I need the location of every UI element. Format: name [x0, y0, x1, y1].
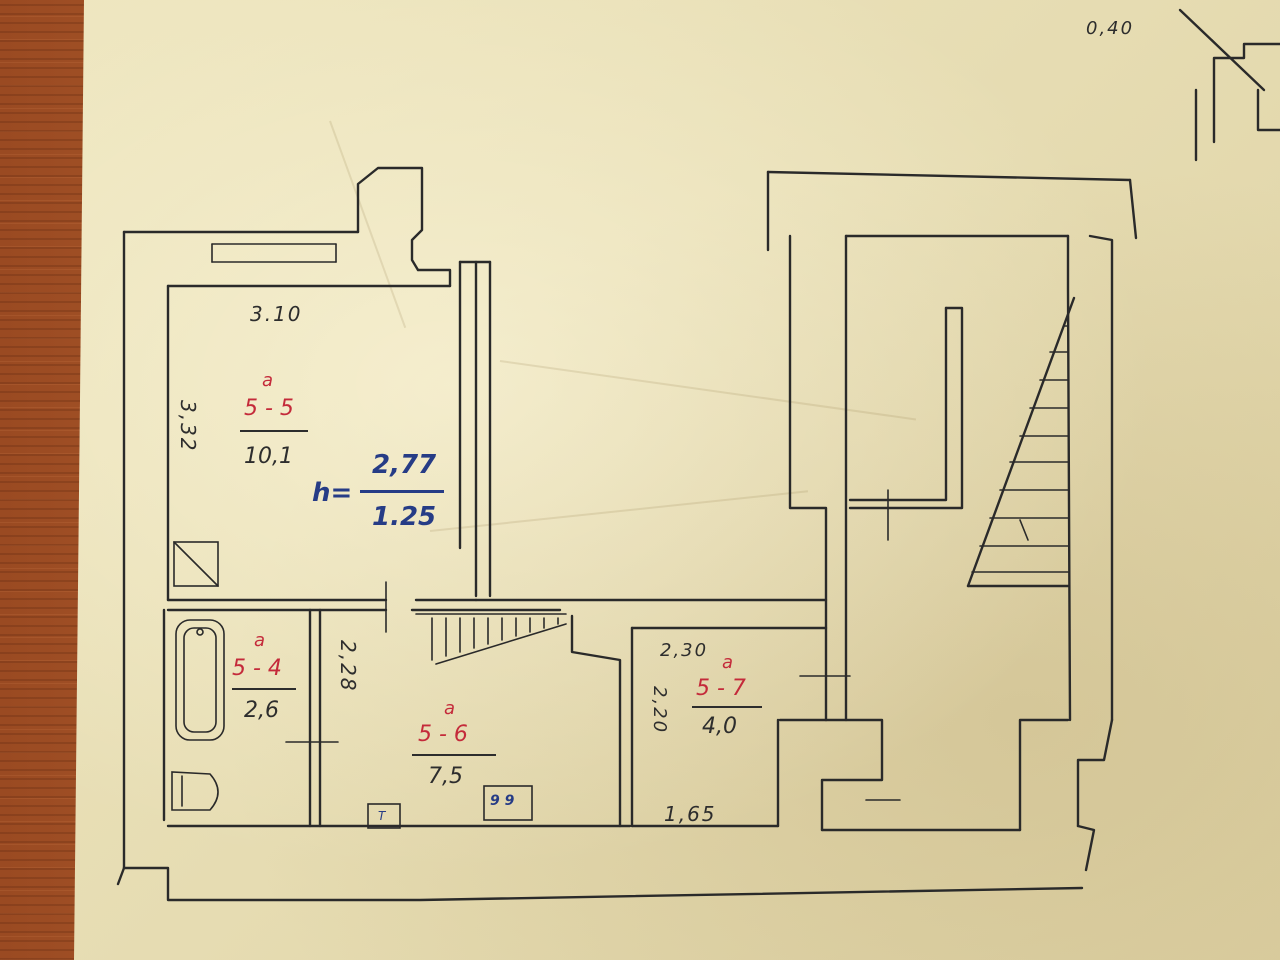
- bathtub: [175, 619, 225, 741]
- window-top: [211, 243, 337, 263]
- room5-fraction-line: [240, 430, 308, 432]
- room7-superscript: a: [722, 652, 734, 673]
- room5-area: 10,1: [244, 444, 293, 469]
- fridge-mark: T: [378, 809, 386, 823]
- room4-area: 2,6: [244, 698, 279, 723]
- top-right-fragment: [1178, 8, 1280, 162]
- kitchen-fixtures: [367, 785, 533, 829]
- toilet: [171, 771, 219, 811]
- stove-mark: 9 9: [490, 793, 515, 809]
- room6-fraction-line: [412, 754, 496, 756]
- vent-shaft: [173, 541, 219, 587]
- room4-number: 5 - 4: [232, 656, 282, 681]
- room7-number: 5 - 7: [696, 676, 746, 701]
- ceiling-height-denominator: 1.25: [372, 502, 437, 532]
- room6-area: 7,5: [428, 764, 463, 789]
- dimension-top-right: 0,40: [1086, 18, 1135, 39]
- dimension-room5-width: 3.10: [250, 302, 303, 326]
- ceiling-height-prefix: h=: [312, 478, 353, 508]
- partition-walls: [162, 598, 828, 828]
- stairwell-walls: [766, 170, 1138, 872]
- room5-number: 5 - 5: [244, 396, 294, 421]
- room4-fraction-line: [232, 688, 296, 690]
- outer-walls: [116, 166, 1084, 902]
- dimension-room7-depth: 2,20: [649, 686, 670, 735]
- dimension-room7-width: 2,30: [660, 640, 709, 661]
- door-marks: [285, 489, 901, 801]
- dimension-room7-bottom: 1,65: [664, 802, 717, 826]
- room5-superscript: a: [262, 370, 274, 391]
- room6-superscript: a: [444, 698, 456, 719]
- ceiling-fraction-line: [360, 490, 444, 493]
- room6-number: 5 - 6: [418, 722, 468, 747]
- room7-fraction-line: [692, 706, 762, 708]
- ceiling-height-numerator: 2,77: [372, 450, 437, 480]
- kitchen-stairs: [415, 613, 567, 665]
- dimension-bath-depth: 2,28: [336, 640, 360, 693]
- main-staircase: [848, 296, 1076, 588]
- room7-area: 4,0: [702, 714, 737, 739]
- room4-superscript: a: [254, 630, 266, 651]
- dimension-room5-depth: 3,32: [176, 400, 200, 453]
